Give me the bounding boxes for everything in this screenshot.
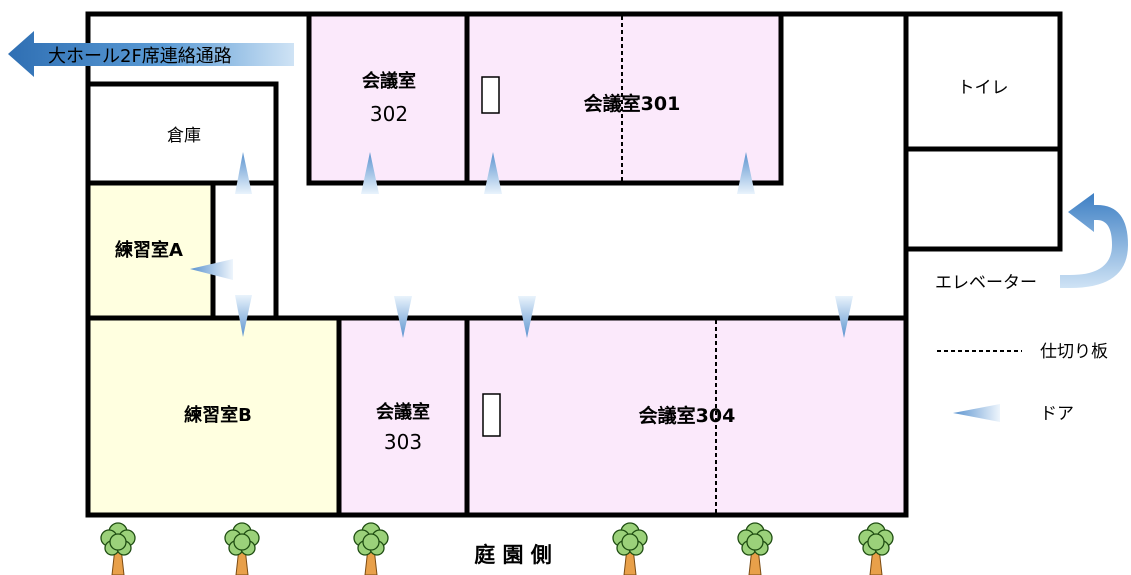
- door-triangle-icon: [953, 404, 1000, 422]
- left-arrow-icon: [8, 31, 294, 77]
- meeting-302-label-2: 302: [370, 102, 408, 126]
- toilet-label: トイレ: [958, 78, 1009, 98]
- tree-icon: [224, 522, 260, 575]
- meeting-302-label-1: 会議室: [362, 70, 416, 92]
- door-triangle-icon: [235, 295, 252, 337]
- meeting-303-label-1: 会議室: [376, 401, 430, 423]
- tree-icon: [612, 522, 648, 575]
- door-triangle-icon: [190, 259, 233, 280]
- door-triangle-icon: [394, 296, 412, 338]
- meeting-room-304: [467, 318, 904, 513]
- tree-icon: [737, 522, 773, 575]
- storage-label: 倉庫: [167, 126, 201, 146]
- legend-door-label: ドア: [1040, 404, 1074, 424]
- passage-arrow: [8, 31, 294, 77]
- door-triangle-icon: [361, 152, 379, 194]
- doors: [190, 152, 853, 338]
- meeting-room-302: [309, 16, 467, 183]
- meeting-303-label-2: 303: [384, 430, 422, 454]
- legend-partition-label: 仕切り板: [1040, 342, 1108, 362]
- tree-icon: [100, 522, 136, 575]
- trees: [100, 522, 894, 575]
- garden-side-label: 庭 園 側: [474, 543, 552, 567]
- door-triangle-icon: [835, 296, 853, 338]
- door-triangle-icon: [235, 152, 252, 194]
- window-304: [482, 393, 501, 437]
- elevator-arrow: [1060, 193, 1128, 288]
- legend: 仕切り板 ドア: [937, 342, 1108, 424]
- practice-a-label: 練習室A: [115, 239, 183, 261]
- passage-label: 大ホール2F席連絡通路: [48, 46, 232, 67]
- practice-room-a: [90, 184, 213, 317]
- door-triangle-icon: [518, 296, 536, 338]
- door-triangle-icon: [484, 152, 502, 194]
- walls: [85, 11, 1063, 518]
- meeting-room-301: [467, 16, 780, 183]
- meeting-room-303: [339, 318, 465, 513]
- tree-icon: [353, 522, 389, 575]
- u-turn-arrow-icon: [1060, 193, 1128, 288]
- meeting-304-label: 会議室304: [639, 404, 736, 427]
- tree-icon: [858, 522, 894, 575]
- window-301: [481, 76, 500, 114]
- elevator-label: エレベーター: [935, 273, 1037, 293]
- practice-b-label: 練習室B: [184, 404, 252, 426]
- meeting-301-label: 会議室301: [584, 92, 681, 115]
- practice-room-b: [90, 318, 337, 513]
- door-triangle-icon: [737, 152, 755, 194]
